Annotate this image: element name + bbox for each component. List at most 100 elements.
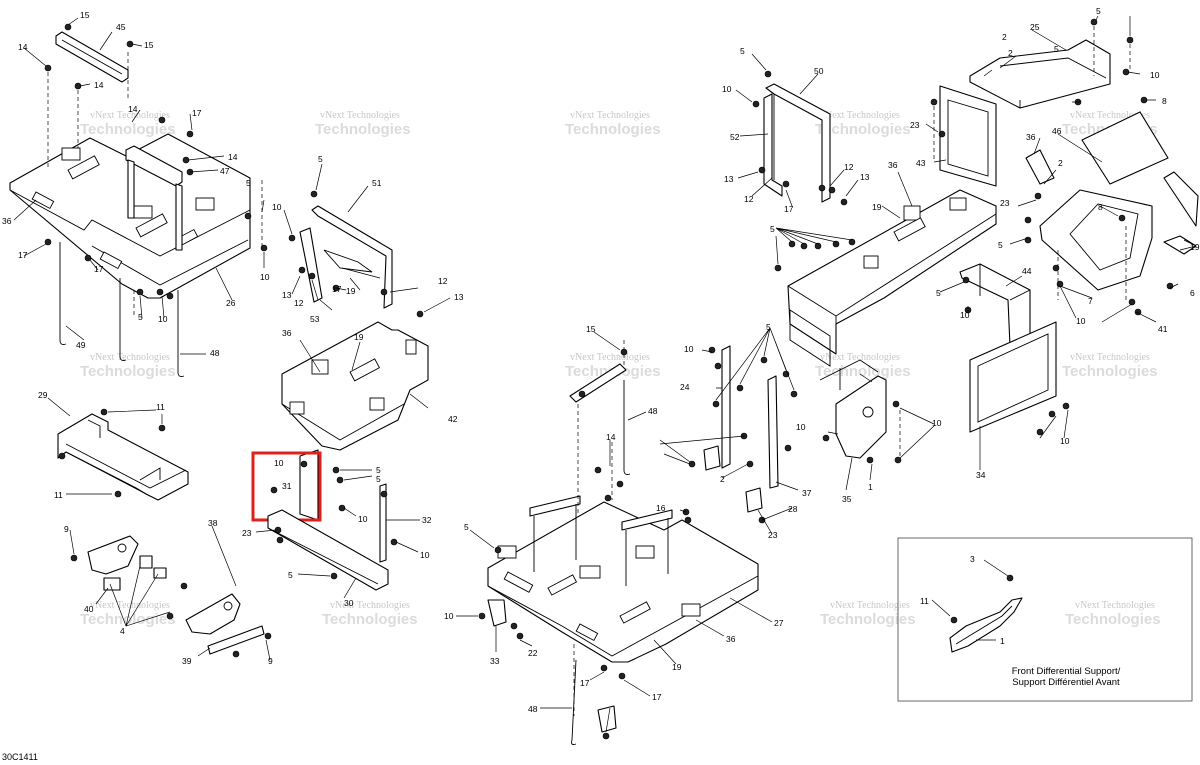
callout[interactable]: 10 [260, 272, 270, 282]
callout[interactable]: 2 [720, 474, 725, 484]
callout[interactable]: 23 [242, 528, 252, 538]
bracket-part-28[interactable] [745, 487, 763, 513]
callout[interactable]: 10 [158, 314, 168, 324]
rail-part-15[interactable] [529, 495, 581, 517]
bolt-icon[interactable] [840, 198, 848, 206]
nut-icon[interactable] [232, 650, 240, 658]
nut-icon[interactable] [950, 616, 958, 624]
callout[interactable]: 5 [246, 178, 251, 188]
rod-part-48[interactable] [177, 290, 185, 377]
callout[interactable]: 13 [724, 174, 734, 184]
bracket-part-38b[interactable] [185, 593, 241, 635]
bolt-icon[interactable] [1090, 18, 1098, 26]
callout[interactable]: 26 [226, 298, 236, 308]
nut-icon[interactable] [784, 444, 792, 452]
callout[interactable]: 36 [888, 160, 898, 170]
callout[interactable]: 5 [376, 474, 381, 484]
nut-icon[interactable] [938, 130, 946, 138]
bolt-icon[interactable] [1024, 216, 1032, 224]
nut-icon[interactable] [708, 346, 716, 354]
bolt-icon[interactable] [180, 582, 188, 590]
nut-icon[interactable] [100, 408, 108, 416]
bracket-part-33[interactable] [487, 599, 507, 627]
callout[interactable]: 13 [282, 290, 292, 300]
crossmember-part-29[interactable] [57, 413, 189, 501]
callout[interactable]: 31 [282, 481, 292, 491]
callout[interactable]: 46 [1052, 126, 1062, 136]
plate-part-42[interactable] [281, 321, 429, 451]
callout[interactable]: 17 [580, 678, 590, 688]
bolt-icon[interactable] [70, 554, 78, 562]
nut-icon[interactable] [114, 490, 122, 498]
callout[interactable]: 40 [84, 604, 94, 614]
bracket-part-31[interactable] [299, 449, 319, 521]
callout[interactable]: 17 [18, 250, 28, 260]
callout[interactable]: 12 [438, 276, 448, 286]
support-bracket-assembly[interactable] [69, 525, 272, 661]
callout[interactable]: 3 [970, 554, 975, 564]
callout[interactable]: 14 [606, 432, 616, 442]
callout[interactable]: 1 [868, 482, 873, 492]
nut-icon[interactable] [892, 400, 900, 408]
bolt-icon[interactable] [158, 116, 166, 124]
callout[interactable]: 10 [722, 84, 732, 94]
callout[interactable]: 11 [156, 402, 165, 412]
nut-icon[interactable] [714, 362, 722, 370]
callout[interactable]: 5 [1096, 6, 1101, 16]
bolt-icon[interactable] [746, 460, 754, 468]
bolt-icon[interactable] [44, 64, 52, 72]
bolt-icon[interactable] [166, 612, 174, 620]
callout[interactable]: 27 [774, 618, 784, 628]
rod-part-49[interactable] [59, 242, 67, 345]
panel-part-34[interactable] [969, 321, 1057, 433]
rail-part-15[interactable] [621, 509, 673, 531]
callout[interactable]: 32 [422, 515, 432, 525]
callout[interactable]: 5 [998, 240, 1003, 250]
callout[interactable]: 44 [1022, 266, 1032, 276]
nut-icon[interactable] [822, 434, 830, 442]
washer-icon[interactable] [828, 186, 836, 194]
nut-icon[interactable] [166, 292, 174, 300]
callout[interactable]: 1 [1000, 636, 1005, 646]
nut-icon[interactable] [276, 536, 284, 544]
callout[interactable]: 36 [2, 216, 12, 226]
callout[interactable]: 16 [656, 503, 666, 513]
crossmember-assembly[interactable] [47, 397, 420, 599]
bolt-icon[interactable] [64, 23, 72, 31]
bolt-icon[interactable] [310, 190, 318, 198]
rod-part-49[interactable] [119, 278, 127, 361]
nut-icon[interactable] [288, 234, 296, 242]
callout[interactable]: 12 [294, 298, 304, 308]
bolt-icon[interactable] [832, 240, 840, 248]
callout[interactable]: 19 [872, 202, 882, 212]
callout[interactable]: 9 [64, 524, 69, 534]
bolt-icon[interactable] [866, 456, 874, 464]
callout[interactable]: 29 [38, 390, 48, 400]
bolt-icon[interactable] [1024, 236, 1032, 244]
callout[interactable]: 11 [54, 490, 63, 500]
nut-icon[interactable] [156, 288, 164, 296]
callout[interactable]: 19 [1190, 242, 1200, 252]
pad-part-19[interactable] [1163, 171, 1199, 227]
bolt-icon[interactable] [616, 480, 624, 488]
callout[interactable]: 10 [272, 202, 282, 212]
bolt-icon[interactable] [1166, 282, 1174, 290]
nut-icon[interactable] [818, 184, 826, 192]
bolt-icon[interactable] [800, 242, 808, 250]
callout[interactable]: 42 [448, 414, 458, 424]
bolt-icon[interactable] [1062, 402, 1070, 410]
callout[interactable]: 11 [920, 596, 929, 606]
callout[interactable]: 5 [740, 46, 745, 56]
callout[interactable]: 14 [228, 152, 238, 162]
bolt-icon[interactable] [764, 70, 772, 78]
support-part-1[interactable] [949, 597, 1023, 653]
callout[interactable]: 51 [372, 178, 382, 188]
bolt-icon[interactable] [594, 466, 602, 474]
bracket-part-32[interactable] [379, 483, 387, 563]
callout[interactable]: 48 [528, 704, 538, 714]
callout[interactable]: 15 [586, 324, 596, 334]
callout[interactable]: 5 [770, 224, 775, 234]
bracket-part-37[interactable] [767, 375, 779, 489]
callout[interactable]: 48 [210, 348, 220, 358]
callout[interactable]: 22 [528, 648, 538, 658]
